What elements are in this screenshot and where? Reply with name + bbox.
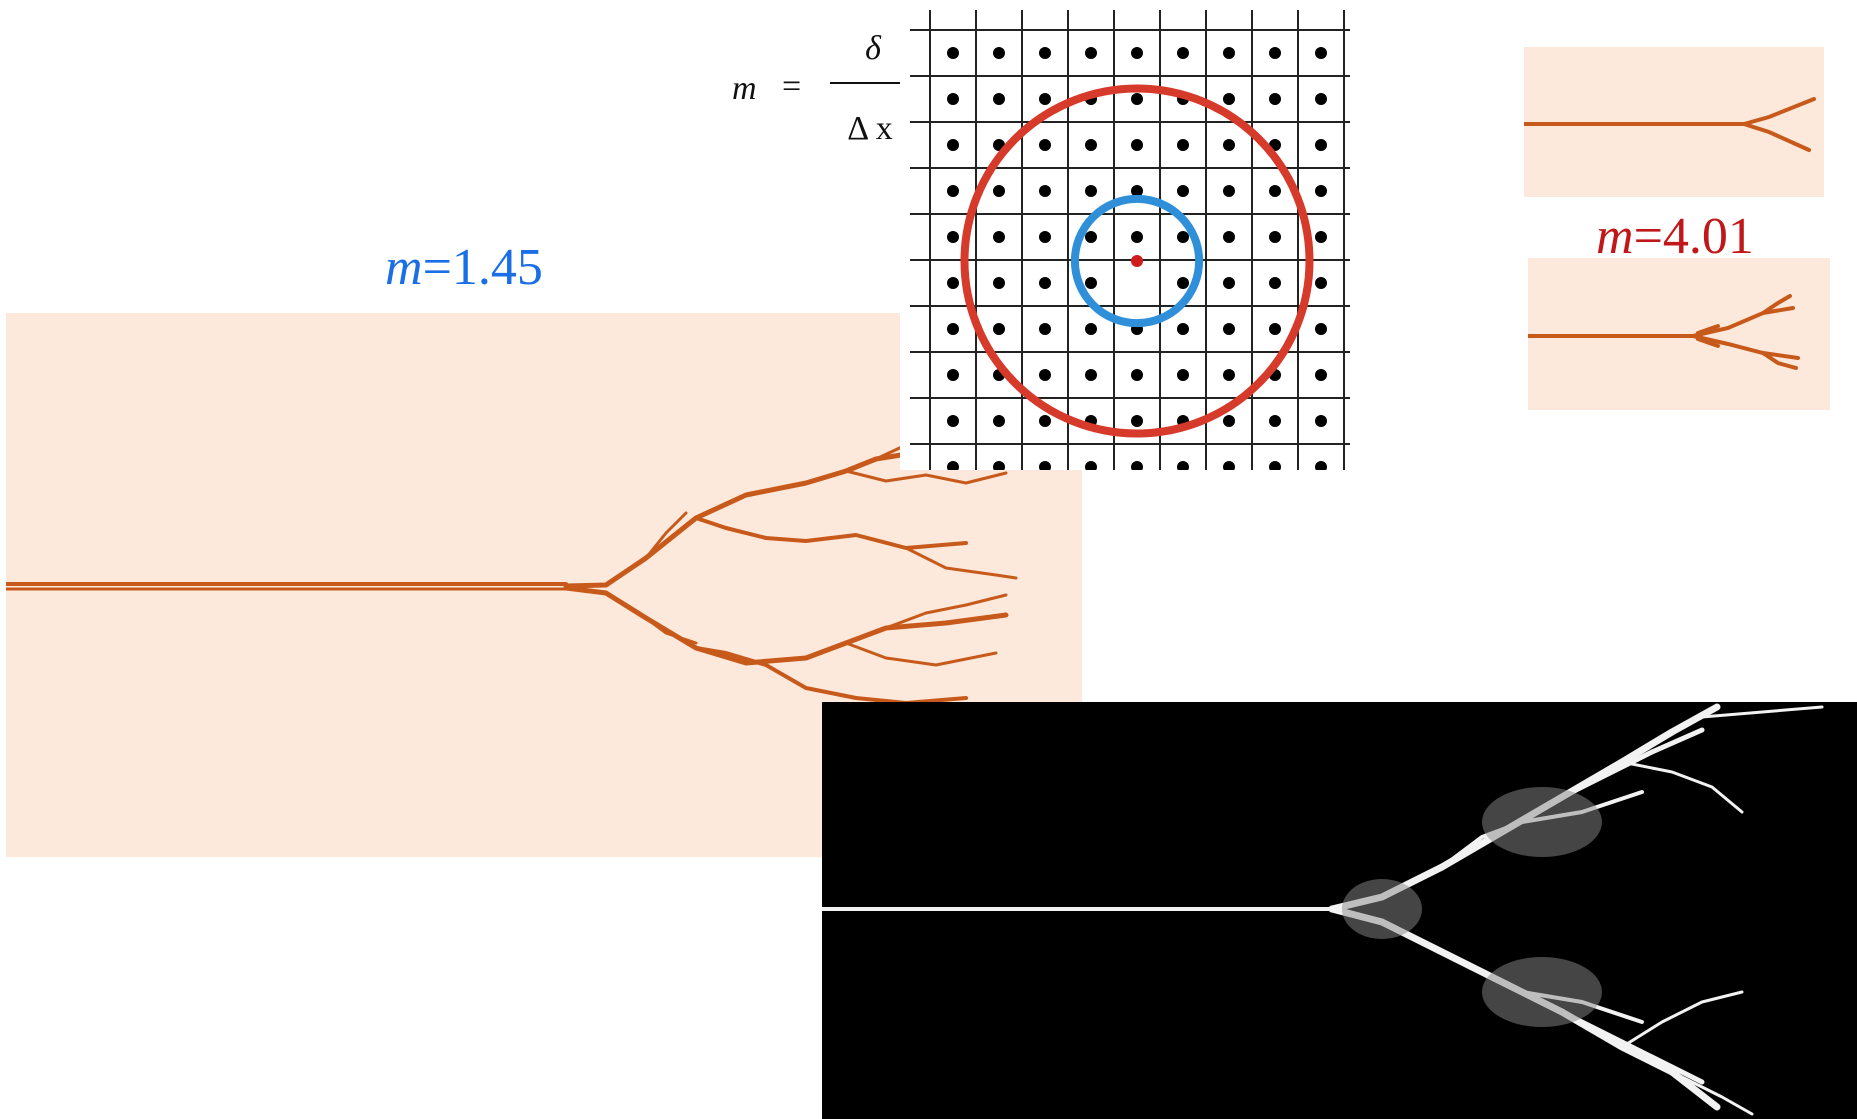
formula-fraction-bar	[830, 82, 910, 84]
grid-node	[993, 415, 1005, 427]
grid-node	[1085, 369, 1097, 381]
grid-node	[1039, 415, 1051, 427]
grid-node	[1223, 47, 1235, 59]
grid-node	[1223, 323, 1235, 335]
grid-node	[1223, 415, 1235, 427]
grid-node	[1315, 231, 1327, 243]
grid-node	[1269, 231, 1281, 243]
crack-panel-m-4-01-top	[1524, 47, 1824, 197]
grid-node	[1315, 139, 1327, 151]
grid-node	[1269, 323, 1281, 335]
grid-node	[947, 323, 959, 335]
experimental-crack-image-dark	[822, 702, 1857, 1119]
label-m-value: =4.01	[1634, 208, 1754, 265]
grid-node	[1131, 47, 1143, 59]
grid-node	[1085, 277, 1097, 289]
grid-node	[947, 277, 959, 289]
grid-node	[1177, 323, 1189, 335]
label-m-variable: m	[1596, 208, 1634, 265]
grid-node	[947, 139, 959, 151]
lattice-grid-with-horizon-circles	[900, 0, 1350, 470]
grid-node	[1085, 231, 1097, 243]
grid-node	[1269, 277, 1281, 289]
grid-node	[993, 185, 1005, 197]
formula-denominator: Δ x	[830, 110, 910, 148]
grid-node	[1177, 185, 1189, 197]
grid-node	[1223, 369, 1235, 381]
grid-node	[1085, 139, 1097, 151]
grid-node	[947, 185, 959, 197]
grid-node	[1223, 231, 1235, 243]
grid-node	[1223, 277, 1235, 289]
grid-node	[1039, 47, 1051, 59]
grid-node	[1269, 415, 1281, 427]
grid-node	[1223, 139, 1235, 151]
grid-node	[1315, 47, 1327, 59]
grid-node	[1177, 369, 1189, 381]
crack-panel-m-4-01-bottom	[1528, 258, 1830, 410]
label-m-1-45: m=1.45	[385, 238, 543, 297]
grid-node	[947, 93, 959, 105]
grid-node	[1269, 47, 1281, 59]
grid-node	[1131, 231, 1143, 243]
grid-node	[1085, 185, 1097, 197]
grid-node	[1131, 415, 1143, 427]
formula-equals: =	[782, 68, 801, 106]
grid-node	[993, 323, 1005, 335]
grid-node	[1039, 139, 1051, 151]
grid-node	[1315, 93, 1327, 105]
grid-node	[947, 231, 959, 243]
label-m-value: =1.45	[423, 239, 543, 296]
grid-node	[947, 415, 959, 427]
grid-node	[1039, 277, 1051, 289]
grid-node	[1269, 93, 1281, 105]
grid-node	[1177, 139, 1189, 151]
grid-node	[993, 231, 1005, 243]
grid-node	[1039, 231, 1051, 243]
grid-node	[1085, 323, 1097, 335]
grid-node	[1039, 185, 1051, 197]
grid-node	[1085, 47, 1097, 59]
center-node	[1131, 255, 1143, 267]
formula-m-equals-delta-over-dx: m = δ Δ x	[730, 30, 900, 150]
grid-node	[1315, 323, 1327, 335]
grid-node	[993, 277, 1005, 289]
grid-node	[1315, 185, 1327, 197]
grid-node	[1039, 323, 1051, 335]
grid-node	[1269, 185, 1281, 197]
grid-node	[1131, 93, 1143, 105]
label-m-variable: m	[385, 239, 423, 296]
grid-node	[1223, 93, 1235, 105]
grid-node	[1315, 369, 1327, 381]
grid-node	[993, 47, 1005, 59]
grid-node	[947, 369, 959, 381]
grid-node	[1039, 369, 1051, 381]
grid-node	[1177, 231, 1189, 243]
grid-node	[1177, 47, 1189, 59]
grid-node	[1131, 139, 1143, 151]
grid-node	[947, 47, 959, 59]
grid-node	[1315, 415, 1327, 427]
formula-numerator: δ	[838, 30, 908, 68]
grid-node	[993, 93, 1005, 105]
grid-node	[1223, 185, 1235, 197]
grid-node	[1131, 369, 1143, 381]
grid-node	[1039, 93, 1051, 105]
formula-lhs: m	[732, 70, 757, 108]
grid-node	[1177, 277, 1189, 289]
grid-node	[1315, 277, 1327, 289]
